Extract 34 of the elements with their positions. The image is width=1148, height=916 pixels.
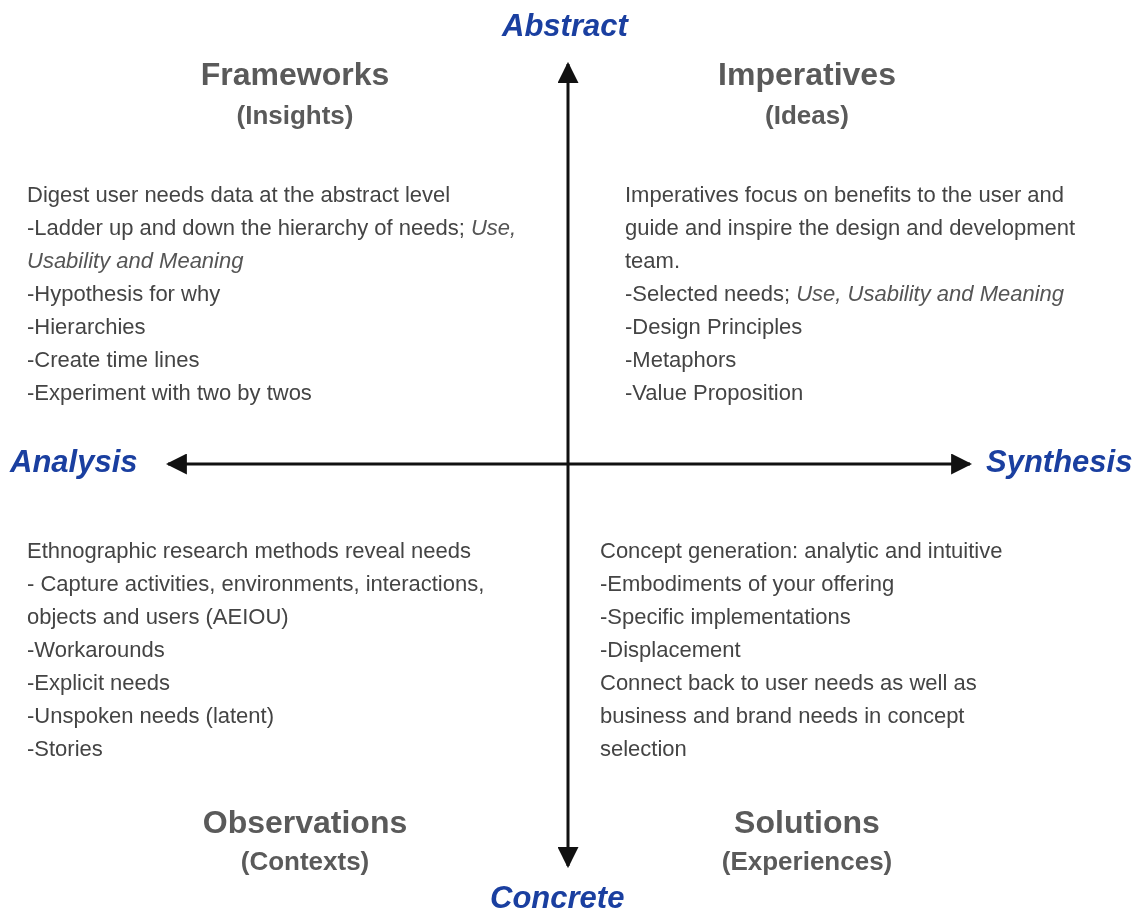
body-text: -Experiment with two by twos xyxy=(27,379,312,407)
quadrant-title: Frameworks xyxy=(200,56,390,93)
body-text: Ethnographic research methods reveal needs xyxy=(27,537,471,565)
body-text: -Ladder up and down the hierarchy of needs; Use, Usability and Meaning xyxy=(27,214,518,275)
body-text: Concept generation: analytic and intuitive xyxy=(600,537,1003,565)
quadrant-title: Observations xyxy=(202,804,408,841)
quadrant-subtitle: (Ideas) xyxy=(765,100,849,131)
body-text: -Workarounds xyxy=(27,636,165,664)
body-text: Imperatives focus on benefits to the user and guide and inspire the design and development team. xyxy=(625,181,1077,275)
body-text: -Explicit needs xyxy=(27,669,171,697)
body-text: -Specific implementations xyxy=(600,603,851,631)
body-text: -Unspoken needs (latent) xyxy=(27,702,275,730)
body-text: -Create time lines xyxy=(27,346,200,374)
quadrant-subtitle: (Contexts) xyxy=(240,846,370,877)
axis-label: Abstract xyxy=(502,8,628,44)
body-text: -Displacement xyxy=(600,636,741,664)
quadrant-title: Solutions xyxy=(734,804,880,841)
body-text: -Metaphors xyxy=(625,346,737,374)
body-text: Connect back to user needs as well as business and brand needs in concept selection xyxy=(600,669,978,763)
body-text: -Design Principles xyxy=(625,313,803,341)
body-text: -Hypothesis for why xyxy=(27,280,221,308)
body-text: -Stories xyxy=(27,735,103,763)
body-text: -Selected needs; Use, Usability and Meaning xyxy=(625,280,1065,308)
quadrant-subtitle: (Insights) xyxy=(236,100,354,131)
axis-label: Analysis xyxy=(10,444,138,480)
body-text: Digest user needs data at the abstract level xyxy=(27,181,451,209)
quadrant-title: Imperatives xyxy=(718,56,896,93)
axis-label: Synthesis xyxy=(986,444,1133,480)
body-text: -Value Proposition xyxy=(625,379,804,407)
axis-label: Concrete xyxy=(490,880,625,916)
body-text: - Capture activities, environments, interactions, objects and users (AEIOU) xyxy=(27,570,486,631)
quadrant-subtitle: (Experiences) xyxy=(721,846,893,877)
body-text: -Hierarchies xyxy=(27,313,146,341)
body-text: -Embodiments of your offering xyxy=(600,570,895,598)
